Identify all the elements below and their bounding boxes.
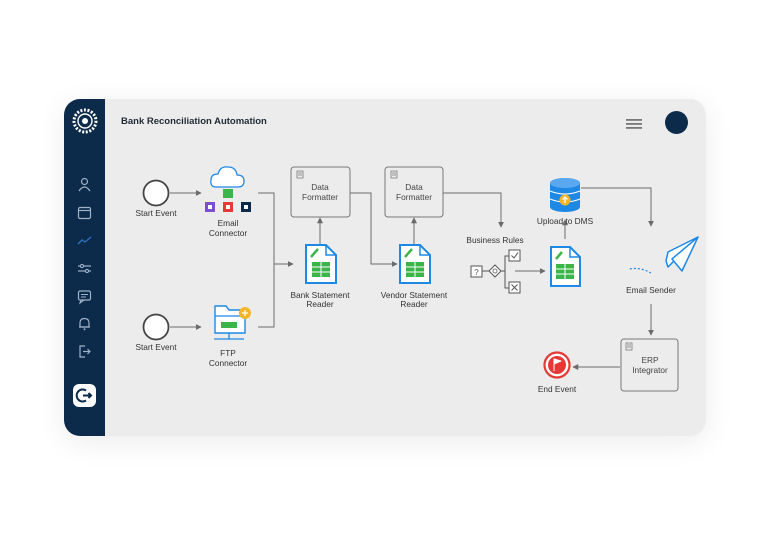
business-rules-label: Business Rules xyxy=(466,235,523,245)
user-icon[interactable] xyxy=(76,176,93,193)
paper-plane-icon[interactable] xyxy=(628,236,699,274)
end-event-icon[interactable] xyxy=(543,351,571,379)
sliders-icon[interactable] xyxy=(76,260,93,277)
calendar-icon[interactable] xyxy=(76,204,93,221)
email-connector-icon[interactable] xyxy=(205,166,251,212)
vendor-statement-reader-icon[interactable] xyxy=(399,244,431,284)
bank-statement-reader-icon[interactable] xyxy=(305,244,337,284)
vendor-reader-label-1: Vendor Statement xyxy=(381,290,448,300)
ftp-connector-icon[interactable] xyxy=(214,305,251,340)
exit-icon xyxy=(75,388,93,403)
data-formatter-1-box[interactable] xyxy=(290,166,351,218)
erp-integrator-label-1: ERP xyxy=(641,355,659,365)
start-event-1-label: Start Event xyxy=(135,208,177,218)
ftp-connector-label-2: Connector xyxy=(209,358,248,368)
email-connector-label-1: Email xyxy=(218,218,239,228)
start-event-2[interactable] xyxy=(142,313,170,341)
connectors xyxy=(170,187,654,370)
data-formatter-2-label-1: Data xyxy=(405,182,423,192)
logout-icon[interactable] xyxy=(76,343,93,360)
workflow-diagram: Start Event Start Event Email Connector … xyxy=(135,166,699,394)
erp-integrator-box[interactable] xyxy=(620,338,679,392)
exit-button[interactable] xyxy=(73,384,96,407)
bank-reader-label-2: Reader xyxy=(306,299,333,309)
start-event-1[interactable] xyxy=(142,179,170,207)
database-upload-icon[interactable] xyxy=(549,178,581,212)
chart-line-icon[interactable] xyxy=(76,232,93,249)
bank-reader-label-1: Bank Statement xyxy=(290,290,350,300)
data-formatter-2-box[interactable] xyxy=(384,166,444,218)
data-formatter-1-label-2: Formatter xyxy=(302,192,338,202)
gear-logo-icon xyxy=(72,108,98,134)
page-title: Bank Reconciliation Automation xyxy=(121,116,267,127)
end-event-label: End Event xyxy=(538,384,577,394)
ftp-connector-label-1: FTP xyxy=(220,348,236,358)
svg-text:?: ? xyxy=(474,268,479,277)
chat-icon[interactable] xyxy=(76,288,93,305)
start-event-2-label: Start Event xyxy=(135,342,177,352)
business-rules-icon[interactable]: ? xyxy=(470,249,521,294)
email-connector-label-2: Connector xyxy=(209,228,248,238)
vendor-reader-label-2: Reader xyxy=(400,299,427,309)
bell-icon[interactable] xyxy=(76,315,93,332)
erp-integrator-label-2: Integrator xyxy=(632,365,668,375)
upload-dms-label: Upload to DMS xyxy=(537,216,594,226)
sidebar xyxy=(64,99,105,436)
hamburger-menu-icon[interactable] xyxy=(626,117,642,131)
user-avatar[interactable] xyxy=(665,111,688,134)
app-window: Bank Reconciliation Automation xyxy=(64,99,706,436)
email-sender-label: Email Sender xyxy=(626,285,676,295)
data-formatter-1-label-1: Data xyxy=(311,182,329,192)
data-formatter-2-label-2: Formatter xyxy=(396,192,432,202)
reconciliation-document-icon[interactable] xyxy=(550,246,581,287)
